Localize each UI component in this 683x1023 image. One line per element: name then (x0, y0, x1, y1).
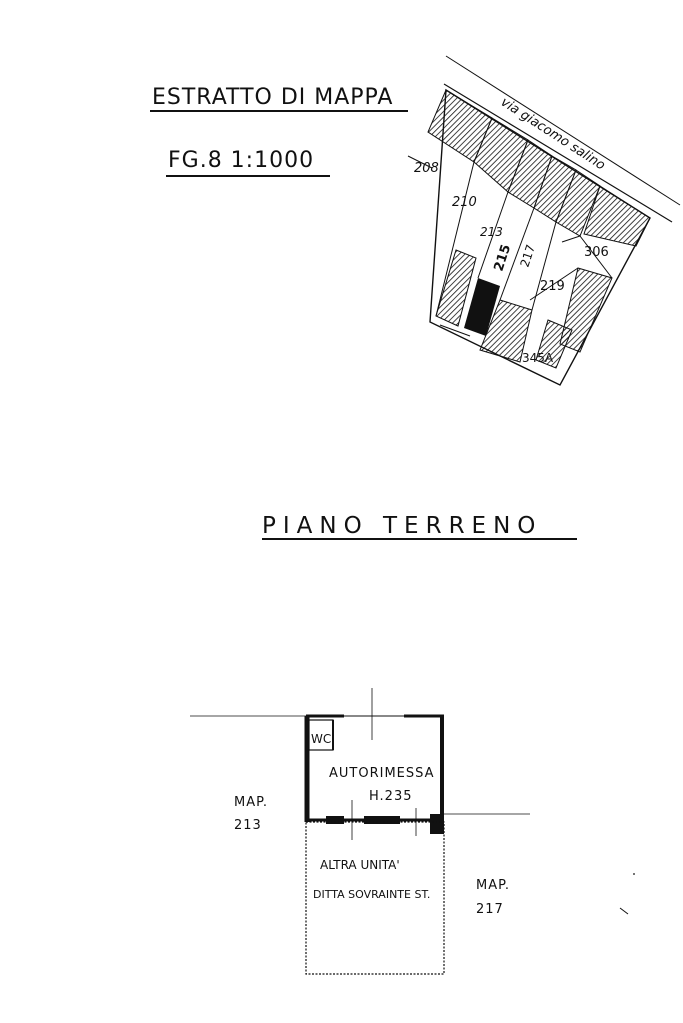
scan-speck (633, 873, 635, 875)
scan-speck (619, 907, 629, 915)
parcel-number-306: 306 (584, 245, 609, 260)
parcel-number-219: 219 (540, 279, 565, 294)
parcel-boundary (407, 155, 433, 169)
parcel-boundary (477, 191, 509, 279)
parcel-number-208: 208 (414, 161, 439, 176)
wall-segment (364, 816, 400, 824)
parcel-boundary (579, 235, 613, 279)
garage-height-label: H.235 (369, 789, 413, 804)
parcel-boundary (439, 324, 471, 337)
wall-pillar (430, 814, 444, 834)
wc-label: WC (311, 732, 331, 746)
building-hatched (535, 319, 573, 369)
garage-label: AUTORIMESSA (329, 766, 435, 781)
neighbor-map-label-right: MAP. (476, 878, 510, 893)
building-hatched (559, 267, 613, 353)
building-hatched (583, 185, 651, 247)
other-unit (305, 821, 445, 975)
floor-plan: WC AUTORIMESSA H.235 ALTRA UNITA' DITTA … (190, 688, 530, 975)
parcel-boundary (499, 207, 535, 301)
sheet-scale-label: FG.8 1:1000 (168, 148, 314, 173)
parcel-boundary (531, 221, 557, 311)
parcel-number-217: 217 (518, 243, 538, 269)
street-edge-inner (443, 83, 673, 223)
floor-title: PIANO TERRENO (262, 513, 542, 539)
neighbor-map-number-right: 217 (476, 902, 504, 917)
parcel-number-215: 215 (492, 243, 515, 273)
parcel-boundary (561, 235, 581, 243)
street-edge-outer (445, 55, 681, 206)
parcel-number-210: 210 (452, 195, 477, 210)
parcel-number-213: 213 (480, 225, 503, 239)
cadastral-map: via giacomo salino 208 210 213 215 217 (407, 55, 681, 386)
neighbor-map-number-left: 213 (234, 818, 262, 833)
other-unit-label-1: ALTRA UNITA' (320, 858, 400, 872)
other-unit-label-2: DITTA SOVRAINTE ST. (313, 888, 430, 901)
neighbor-map-label-left: MAP. (234, 795, 268, 810)
parcel-boundary (435, 161, 475, 317)
wall-segment (326, 816, 344, 824)
parcel-boundary (529, 267, 579, 301)
building-hatched (435, 249, 477, 327)
subject-parcel (464, 278, 500, 336)
parcel-number-345a: 345A (522, 351, 554, 365)
map-extract-title: ESTRATTO DI MAPPA (152, 85, 393, 110)
